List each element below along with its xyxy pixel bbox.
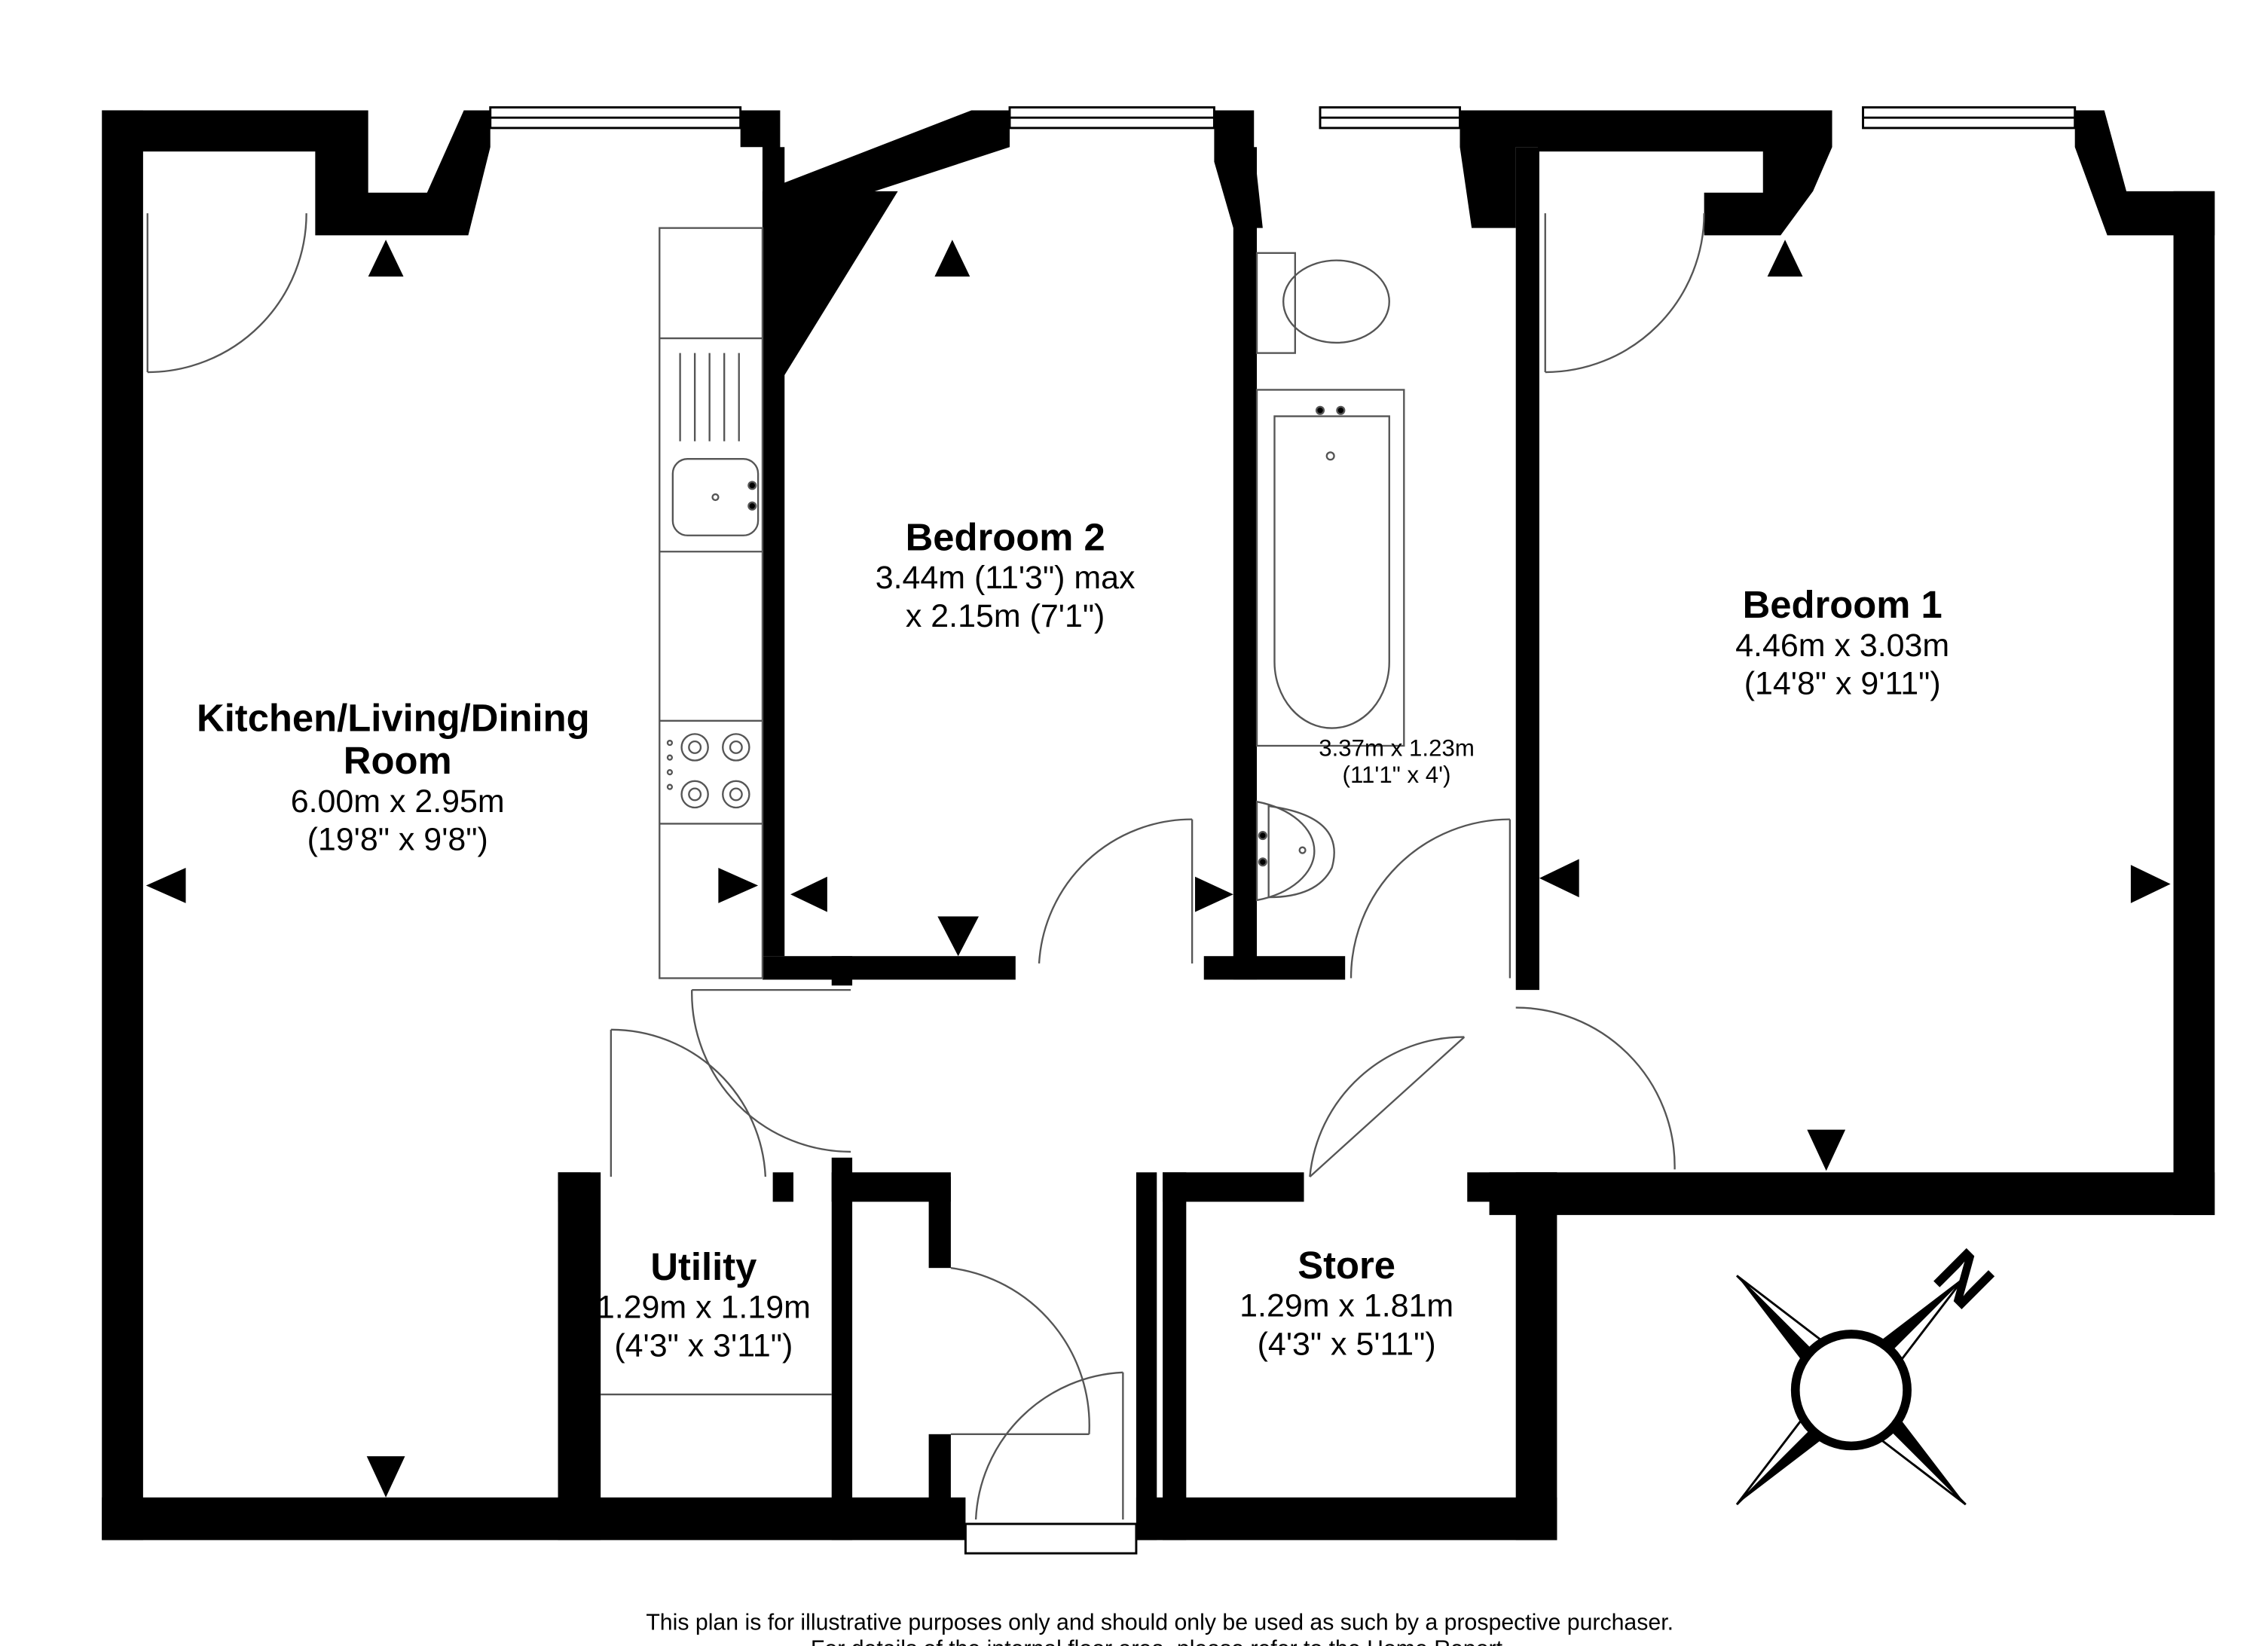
washbasin-icon xyxy=(1255,800,1335,902)
bathroom-dim-metric: 3.37m x 1.23m xyxy=(1319,735,1475,762)
drainer-icon xyxy=(679,353,740,441)
kitchen-name-line2: Room xyxy=(344,739,452,782)
bathtub-icon xyxy=(1255,389,1405,747)
bedroom1-dim-imperial: (14'8" x 9'11") xyxy=(1744,666,1941,702)
bathroom-dim-imperial: (11'1" x 4') xyxy=(1343,762,1451,788)
utility-dim-imperial: (4'3" x 3'11") xyxy=(614,1327,793,1364)
bedroom1-dim-metric: 4.46m x 3.03m xyxy=(1735,628,1949,664)
walls xyxy=(102,110,2215,1541)
compass-rose-icon: N xyxy=(1735,1235,2007,1506)
kitchen-name-line1: Kitchen/Living/Dining xyxy=(197,696,590,739)
hob-icon xyxy=(666,733,750,809)
disclaimer-line1: This plan is for illustrative purposes o… xyxy=(646,1611,1673,1635)
kitchen-dim-metric: 6.00m x 2.95m xyxy=(291,783,505,820)
toilet-icon xyxy=(1255,252,1390,354)
sink-icon xyxy=(671,458,760,536)
store-dim-metric: 1.29m x 1.81m xyxy=(1239,1288,1453,1324)
utility-name: Utility xyxy=(650,1245,757,1288)
kitchen-dim-imperial: (19'8" x 9'8") xyxy=(307,822,488,858)
bedroom2-dim-line1: 3.44m (11'3") max xyxy=(876,560,1136,596)
store-dim-imperial: (4'3" x 5'11") xyxy=(1258,1326,1436,1362)
store-name: Store xyxy=(1298,1244,1395,1287)
disclaimer: This plan is for illustrative purposes o… xyxy=(646,1611,1673,1646)
windows xyxy=(489,106,2077,1555)
room-labels: Kitchen/Living/Dining Room 6.00m x 2.95m… xyxy=(197,515,1949,1364)
utility-dim-metric: 1.29m x 1.19m xyxy=(597,1290,811,1326)
bedroom2-name: Bedroom 2 xyxy=(906,515,1105,558)
disclaimer-line2: For details of the internal floor area, … xyxy=(811,1637,1508,1646)
bathroom-fixtures xyxy=(1255,252,1405,902)
kitchen-worktop xyxy=(659,227,764,979)
dimension-markers xyxy=(145,240,2171,1498)
bedroom1-name: Bedroom 1 xyxy=(1743,583,1942,626)
doors xyxy=(146,213,1705,1520)
bedroom2-dim-line2: x 2.15m (7'1") xyxy=(906,598,1105,634)
